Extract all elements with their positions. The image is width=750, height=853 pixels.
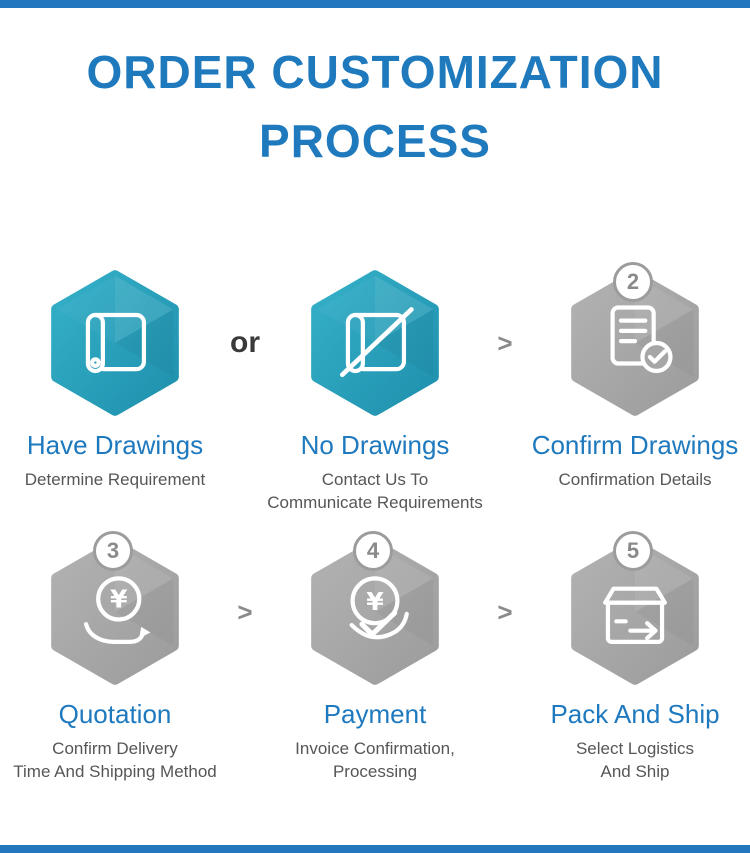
step-pack-and-ship: 5 Pack And Ship Select Logis (524, 530, 746, 784)
step-title-no-drawings: No Drawings (300, 430, 450, 460)
step-have-drawings: Have Drawings Determine Requirement (4, 268, 226, 492)
process-flow: Have Drawings Determine Requirement or (0, 262, 750, 784)
pack-and-ship-hexagon: 5 (565, 530, 705, 687)
pack-and-ship-icon (571, 539, 699, 685)
step-no-drawings: No Drawings Contact Us To Communicate Re… (264, 268, 486, 515)
arrow-separator: > (497, 328, 513, 358)
svg-text:¥: ¥ (110, 584, 128, 613)
process-row-2: 3 ¥ Quotation Confirm Delivery Ti (0, 530, 750, 784)
page-title-line-1: ORDER CUSTOMIZATION (86, 46, 664, 98)
process-row-1: Have Drawings Determine Requirement or (0, 262, 750, 515)
arrow-separator: > (237, 596, 253, 627)
step-title-pack-and-ship: Pack And Ship (550, 698, 720, 729)
step-quotation: 3 ¥ Quotation Confirm Delivery Ti (4, 530, 226, 784)
step-desc-have-drawings: Determine Requirement (24, 470, 206, 489)
arrow-separator: > (497, 596, 513, 627)
no-drawings-icon (311, 270, 439, 416)
top-border (0, 0, 750, 8)
step-title-confirm-drawings: Confirm Drawings (531, 430, 739, 460)
step-desc-quotation: Confirm Delivery Time And Shipping Metho… (13, 738, 217, 781)
confirm-drawings-icon (571, 270, 699, 416)
have-drawings-hexagon (45, 268, 185, 418)
step-badge-3: 3 (93, 530, 133, 571)
svg-text:¥: ¥ (366, 587, 384, 616)
step-desc-pack-and-ship: Select Logistics And Ship (575, 738, 695, 781)
no-drawings-hexagon (305, 268, 445, 418)
quotation-hexagon: 3 ¥ (45, 530, 185, 687)
step-desc-payment: Invoice Confirmation, Processing (295, 738, 455, 781)
step-badge-4: 4 (353, 530, 393, 571)
step-title-quotation: Quotation (58, 698, 172, 729)
step-payment: 4 ¥ Payment Invoice Confirmatio (264, 530, 486, 784)
bottom-border (0, 845, 750, 853)
step-desc-no-drawings: Contact Us To Communicate Requirements (267, 470, 483, 512)
step-badge-2: 2 (613, 262, 653, 302)
payment-hexagon: 4 ¥ (305, 530, 445, 687)
step-badge-5: 5 (613, 530, 653, 571)
confirm-drawings-hexagon: 2 (565, 262, 705, 418)
or-separator: or (230, 326, 260, 359)
step-title-have-drawings: Have Drawings (26, 430, 204, 460)
step-desc-confirm-drawings: Confirmation Details (558, 470, 712, 489)
payment-icon: ¥ (311, 539, 439, 685)
page-title-line-2: PROCESS (259, 115, 491, 167)
step-confirm-drawings: 2 Conf (524, 262, 746, 492)
page-title: ORDER CUSTOMIZATION PROCESS (0, 38, 750, 176)
have-drawings-icon (51, 270, 179, 416)
step-title-payment: Payment (323, 698, 427, 729)
